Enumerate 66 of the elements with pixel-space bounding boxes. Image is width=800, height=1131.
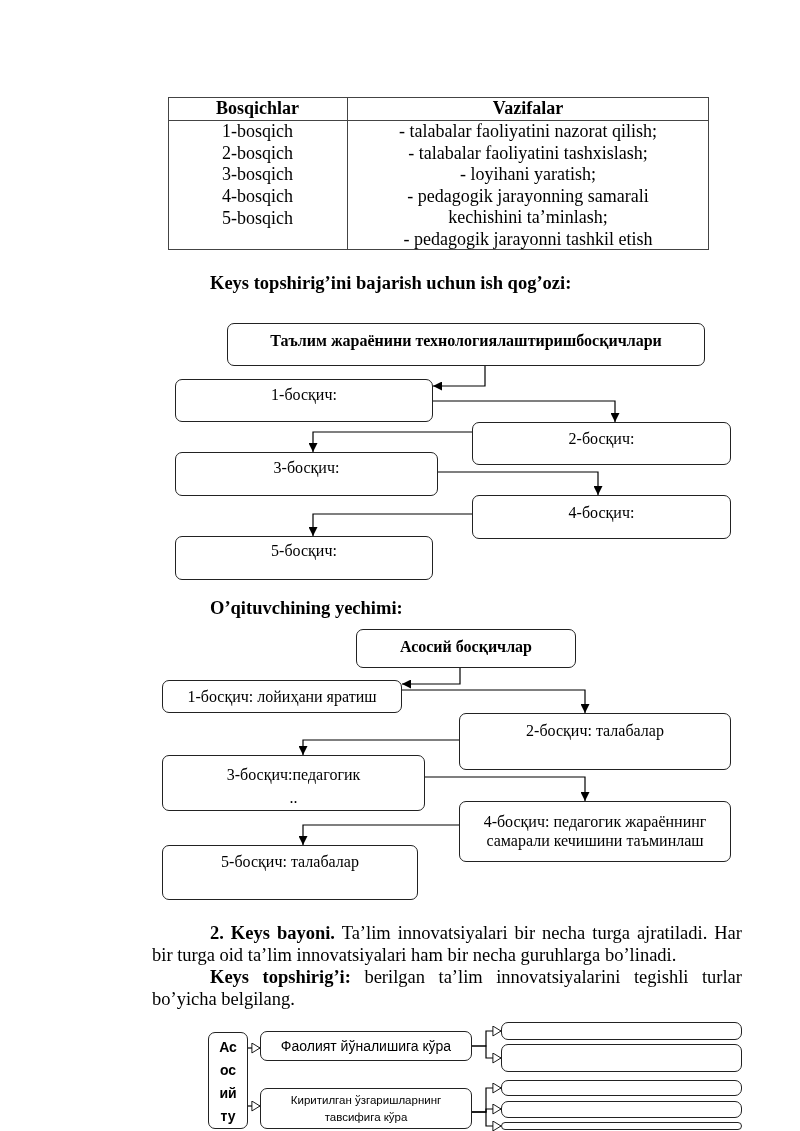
- process-box: [162, 755, 425, 811]
- step-label: 1-босқич: лойиҳани яратиш: [187, 687, 377, 706]
- empty-box: [501, 1022, 742, 1040]
- stage-name: 3-bosqich: [222, 164, 293, 186]
- step-label: 2-босқич:: [568, 429, 635, 448]
- process-box: [227, 323, 705, 366]
- step-label: 3-босқич:педагогик: [226, 765, 361, 784]
- process-box: [175, 379, 433, 422]
- step-label: 4-босқич:: [568, 503, 635, 522]
- arrow: [471, 1045, 502, 1064]
- arrow: [298, 739, 460, 756]
- process-box: [260, 1031, 472, 1061]
- task-item: - talabalar faoliyatini nazorat qilish;: [399, 121, 657, 143]
- arrow: [432, 365, 486, 391]
- heading-text: Асосий босқичлар: [400, 637, 532, 656]
- arrow: [401, 689, 590, 714]
- arrow: [308, 431, 473, 453]
- step-label: 5-босқич:: [271, 541, 337, 560]
- step-label: 4-босқич: педагогик жараённинг самарали кечишини таъминлаш: [482, 812, 708, 850]
- paragraph: 2. Keys bayoni. Ta’lim innovatsiyalari bir necha turga ajratiladi. Har bir turga oid ta’lim innovatsiyalari ham bir necha guruhlarga bo’linadi.: [152, 922, 742, 966]
- arrow: [298, 824, 460, 846]
- stage-name: 5-bosqich: [222, 207, 293, 230]
- column-header: Bosqichlar: [216, 98, 299, 120]
- step-label: 1-босқич:: [271, 385, 337, 404]
- task-item: - talabalar faoliyatini tashxislash;: [408, 142, 648, 165]
- arrow: [247, 1042, 261, 1054]
- empty-box: [501, 1101, 742, 1118]
- process-box: [162, 845, 418, 900]
- process-box: [472, 422, 731, 465]
- arrow: [401, 667, 461, 689]
- empty-box: [501, 1044, 742, 1072]
- process-box: [175, 452, 438, 496]
- task-item: - loyihani yaratish;: [460, 164, 596, 186]
- arrow: [437, 471, 603, 496]
- empty-box: [501, 1122, 742, 1130]
- section-heading: O’qituvchining yechimi:: [210, 597, 403, 619]
- process-box: [459, 713, 731, 770]
- process-box: [472, 495, 731, 539]
- column-header: Vazifalar: [492, 98, 564, 120]
- section-heading: Keys topshirig’ini bajarish uchun ish qog’ozi:: [210, 272, 572, 294]
- stage-name: 4-bosqich: [222, 186, 293, 208]
- step-label: 3-босқич:: [273, 458, 340, 477]
- step-label: 5-босқич: талабалар: [221, 852, 359, 871]
- arrow: [308, 513, 473, 537]
- category-label: Фаолият йўналишига кўра: [280, 1038, 452, 1055]
- process-box: [175, 536, 433, 580]
- arrow: [432, 400, 620, 423]
- process-box: [459, 801, 731, 862]
- stage-name: 2-bosqich: [222, 142, 293, 165]
- process-box: [162, 680, 402, 713]
- stage-name: 1-bosqich: [222, 121, 293, 143]
- process-box: [208, 1032, 248, 1129]
- heading-text: Таълим жараёнини технологиялаштиришбосқичлари: [270, 331, 662, 350]
- category-label: Асосий ту: [218, 1038, 238, 1126]
- arrow: [424, 776, 590, 802]
- task-item: - pedagogik jarayonni tashkil etish: [403, 228, 653, 251]
- step-label: ..: [289, 788, 298, 807]
- process-box: [260, 1088, 472, 1129]
- step-label: 2-босқич: талабалар: [526, 721, 664, 740]
- process-box: [356, 629, 576, 668]
- arrow: [247, 1100, 261, 1112]
- arrow: [471, 1111, 502, 1131]
- category-label: Киритилган ўзгаришларнинг тавсифига кўра: [289, 1093, 443, 1125]
- paragraph: Keys topshirig’i: berilgan ta’lim innovatsiyalarini tegishli turlar bo’yicha belgilang.: [152, 966, 742, 1010]
- empty-box: [501, 1080, 742, 1096]
- task-item: - pedagogik jarayonning samarali kechishini ta’minlash;: [406, 185, 650, 229]
